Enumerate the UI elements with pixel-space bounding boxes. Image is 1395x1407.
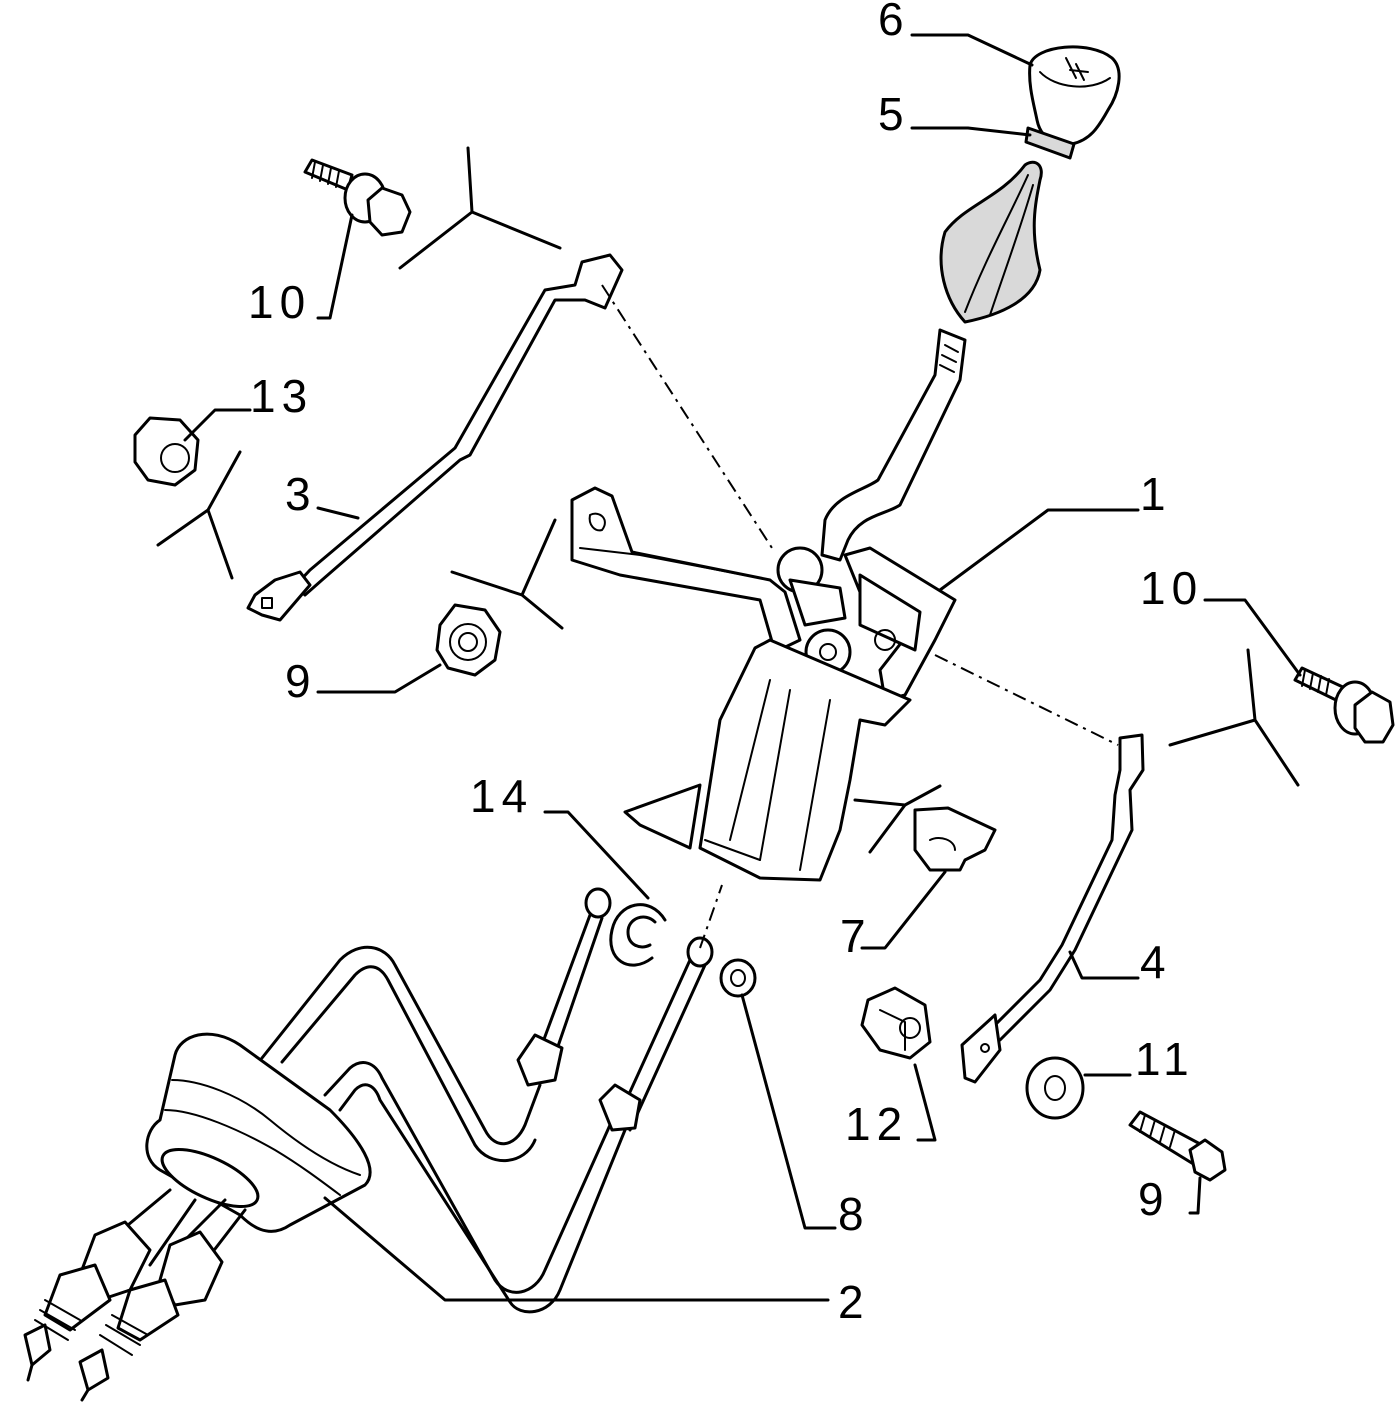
rod-right-part (960, 733, 1145, 1084)
callout-12: 12 (845, 1098, 908, 1150)
callout-6: 6 (878, 0, 910, 45)
gear-knob-part (1028, 45, 1121, 146)
direction-markers (156, 146, 1300, 854)
callout-2: 2 (838, 1276, 870, 1328)
knob-ring-part (1024, 126, 1076, 160)
washer-part (1025, 1056, 1085, 1120)
callout-9-right: 9 (1138, 1173, 1170, 1225)
gear-lever-rod (820, 328, 967, 562)
hex-nut-part (435, 603, 502, 677)
selector-housing-part (570, 486, 957, 882)
gear-boot-part (939, 160, 1043, 324)
bolt-lower-part (1128, 1110, 1227, 1182)
callout-14: 14 (470, 770, 533, 822)
small-ring-part (719, 958, 757, 998)
callout-5: 5 (878, 88, 910, 140)
cage-nut-part (860, 986, 932, 1060)
callout-10-upper: 10 (248, 276, 311, 328)
circlip-part (609, 903, 667, 967)
callout-13: 13 (250, 370, 313, 422)
bolt-upper-part (303, 158, 412, 237)
callout-4: 4 (1140, 936, 1172, 988)
bolt-right-part (1293, 666, 1395, 744)
callout-1: 1 (1140, 468, 1172, 520)
assembly-lines (601, 284, 1119, 949)
leader-lines (183, 33, 1302, 1302)
clip-plate-part (913, 806, 997, 872)
callout-11: 11 (1135, 1033, 1195, 1085)
callout-9-left: 9 (285, 655, 317, 707)
lock-nut-part (133, 416, 200, 487)
callout-8: 8 (838, 1188, 870, 1240)
cable-assembly-part (23, 887, 714, 1402)
rod-left-part (246, 253, 624, 622)
callout-3: 3 (285, 468, 317, 520)
callout-7: 7 (840, 910, 872, 962)
callout-labels: 6 5 1 10 10 13 3 9 14 7 4 11 12 8 9 2 (248, 0, 1203, 1328)
callout-10-right: 10 (1140, 562, 1203, 614)
